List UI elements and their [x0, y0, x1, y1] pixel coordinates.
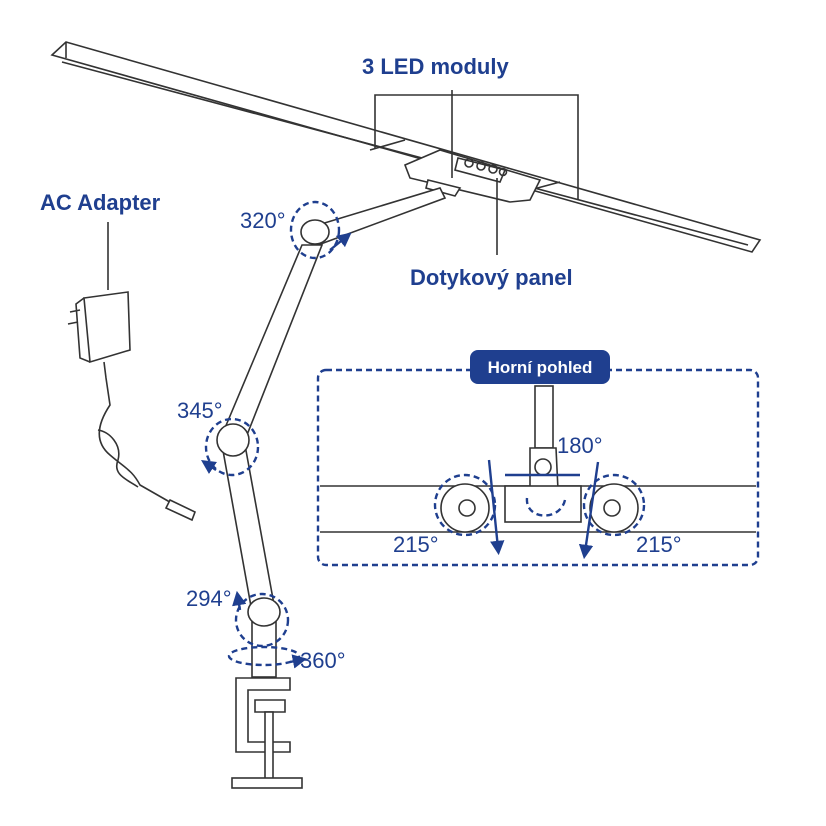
upper-arm: [220, 244, 324, 441]
desk-clamp: [231, 677, 303, 789]
angle-base: 360°: [300, 648, 346, 673]
joint-lower: [232, 590, 290, 648]
touch-panel-label: Dotykový panel: [410, 265, 573, 290]
led-modules-bracket: [374, 90, 579, 200]
touch-button-plus: [498, 167, 508, 177]
base-rotation-indicator: [227, 645, 308, 669]
joint-elbow: [201, 417, 260, 477]
led-modules-label: 3 LED moduly: [362, 54, 509, 79]
touch-button-power: [464, 158, 474, 168]
angle-elbow: 345°: [177, 398, 223, 423]
top-view-label: Horní pohled: [488, 358, 593, 377]
ac-adapter: [67, 291, 197, 522]
angle-head: 320°: [240, 208, 286, 233]
angle-center: 180°: [557, 433, 603, 458]
touch-button-mode: [476, 161, 486, 171]
angle-left-panel: 215°: [393, 532, 439, 557]
lamp-head: [403, 149, 542, 203]
top-view-panel: Horní pohled: [316, 350, 760, 567]
touch-button-minus: [488, 164, 498, 174]
top-view-badge: [470, 350, 610, 384]
ac-adapter-label: AC Adapter: [40, 190, 161, 215]
joint-head: [289, 200, 352, 260]
angle-lower: 294°: [186, 586, 232, 611]
angle-right-panel: 215°: [636, 532, 682, 557]
